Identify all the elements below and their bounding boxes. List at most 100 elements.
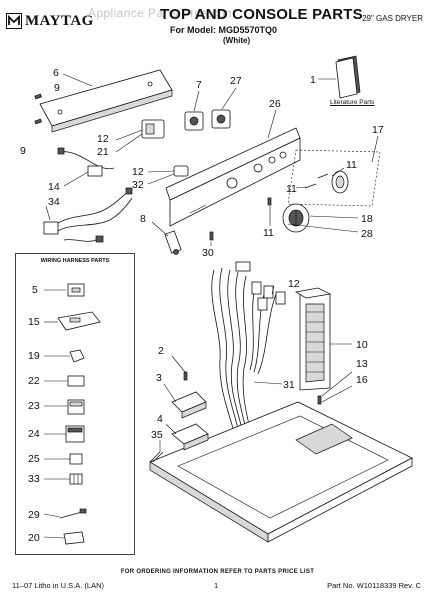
- harness-connector-23: [67, 399, 85, 415]
- callout-3: 3: [156, 372, 162, 384]
- leader-line: [371, 135, 379, 163]
- cycle-selector-switch: [211, 109, 231, 129]
- cycle-selector-knob: [282, 203, 310, 233]
- screw: [34, 118, 42, 125]
- callout-16: 16: [356, 374, 368, 386]
- callout-13: 13: [356, 358, 368, 370]
- callout-1: 1: [310, 74, 316, 86]
- leader-line: [115, 129, 143, 141]
- callout-11a: 11: [346, 159, 357, 171]
- callout-19: 19: [28, 350, 40, 362]
- leader-line: [43, 513, 61, 518]
- leader-line: [115, 133, 143, 153]
- control-console: [165, 127, 301, 227]
- callout-32: 32: [132, 179, 144, 191]
- leader-line: [193, 90, 200, 112]
- brand-name: MAYTAG: [25, 12, 94, 29]
- callout-12b: 12: [132, 166, 144, 178]
- leader-line: [62, 73, 93, 87]
- page-number: 1: [214, 581, 219, 590]
- top-brace-bracket: [171, 423, 209, 451]
- harness-connector-20: [63, 531, 85, 545]
- callout-35: 35: [151, 429, 163, 441]
- leader-line: [271, 285, 275, 295]
- callout-17: 17: [372, 124, 384, 136]
- callout-23: 23: [28, 400, 40, 412]
- main-wire-harness: [211, 261, 286, 441]
- console-end-cap-bracket: [164, 230, 182, 255]
- console-bracket: [39, 69, 173, 133]
- ordering-info: FOR ORDERING INFORMATION REFER TO PARTS …: [120, 569, 315, 575]
- leader-line: [295, 186, 307, 189]
- callout-12c: 12: [288, 278, 300, 290]
- leader-line: [253, 381, 283, 385]
- hinge-bracket: [171, 391, 207, 419]
- callout-22: 22: [28, 375, 40, 387]
- callout-28: 28: [361, 228, 373, 240]
- callout-27: 27: [230, 75, 242, 87]
- screw: [209, 231, 214, 241]
- callout-30: 30: [202, 247, 214, 259]
- callout-11c: 11: [263, 227, 274, 239]
- harness-terminal-29: [59, 508, 87, 519]
- harness-connector-5: [67, 283, 85, 297]
- leader-line: [171, 355, 186, 373]
- indicator-lens: [173, 165, 189, 177]
- callout-26: 26: [269, 98, 281, 110]
- leader-line: [45, 205, 51, 221]
- literature-parts-label: Literature Parts: [330, 99, 375, 106]
- wiring-harness-title: WIRING HARNESS PARTS: [40, 258, 110, 264]
- model-variant: (White): [223, 36, 251, 45]
- leader-line: [63, 171, 89, 187]
- harness-connector-25: [69, 453, 83, 465]
- leader-line: [165, 423, 177, 435]
- callout-33: 33: [28, 473, 40, 485]
- callout-12a: 12: [97, 133, 109, 145]
- wire-harness-long: [43, 187, 133, 243]
- knob-group-outline: [287, 149, 381, 207]
- callout-8: 8: [140, 213, 146, 225]
- callout-14: 14: [48, 181, 60, 193]
- page-title: TOP AND CONSOLE PARTS: [160, 6, 363, 23]
- harness-connector-15: [57, 311, 101, 331]
- callout-10: 10: [356, 339, 368, 351]
- callout-18: 18: [361, 213, 373, 225]
- literature-booklet: [335, 55, 361, 99]
- leader-line: [163, 383, 177, 403]
- leader-line: [287, 223, 359, 233]
- harness-terminal-19: [69, 349, 85, 363]
- callout-29: 29: [28, 509, 40, 521]
- screw: [34, 93, 42, 100]
- leader-line: [151, 221, 169, 237]
- callout-11b: 11: [286, 183, 297, 195]
- dryer-top: [149, 401, 413, 543]
- model-number: For Model: MGD5570TQ0: [170, 25, 278, 35]
- callout-9a: 9: [54, 82, 60, 94]
- callout-20: 20: [28, 532, 40, 544]
- knob-spring-clip: [304, 173, 329, 189]
- litho-info: 11–07 Litho in U.S.A. (LAN): [12, 581, 104, 590]
- leader-line: [321, 385, 353, 403]
- callout-31: 31: [283, 379, 295, 391]
- callout-24: 24: [28, 428, 40, 440]
- harness-connector-33: [69, 473, 83, 485]
- leader-line: [309, 215, 359, 219]
- callout-4: 4: [157, 413, 163, 425]
- callout-15: 15: [28, 316, 40, 328]
- callout-21: 21: [97, 146, 109, 158]
- callout-9b: 9: [20, 145, 26, 157]
- top-seal-strip: [149, 451, 164, 463]
- leader-line: [147, 173, 175, 185]
- callout-25: 25: [28, 453, 40, 465]
- leader-line: [221, 87, 237, 110]
- harness-connector-24: [65, 425, 85, 443]
- screw: [183, 371, 188, 381]
- callout-34: 34: [48, 196, 60, 208]
- lint-filter-housing: [294, 287, 332, 391]
- wire-harness-short: [57, 147, 115, 177]
- push-to-start-switch: [141, 119, 165, 139]
- maytag-logo: MAYTAG: [6, 8, 94, 34]
- leader-line: [267, 109, 277, 139]
- callout-5: 5: [32, 284, 38, 296]
